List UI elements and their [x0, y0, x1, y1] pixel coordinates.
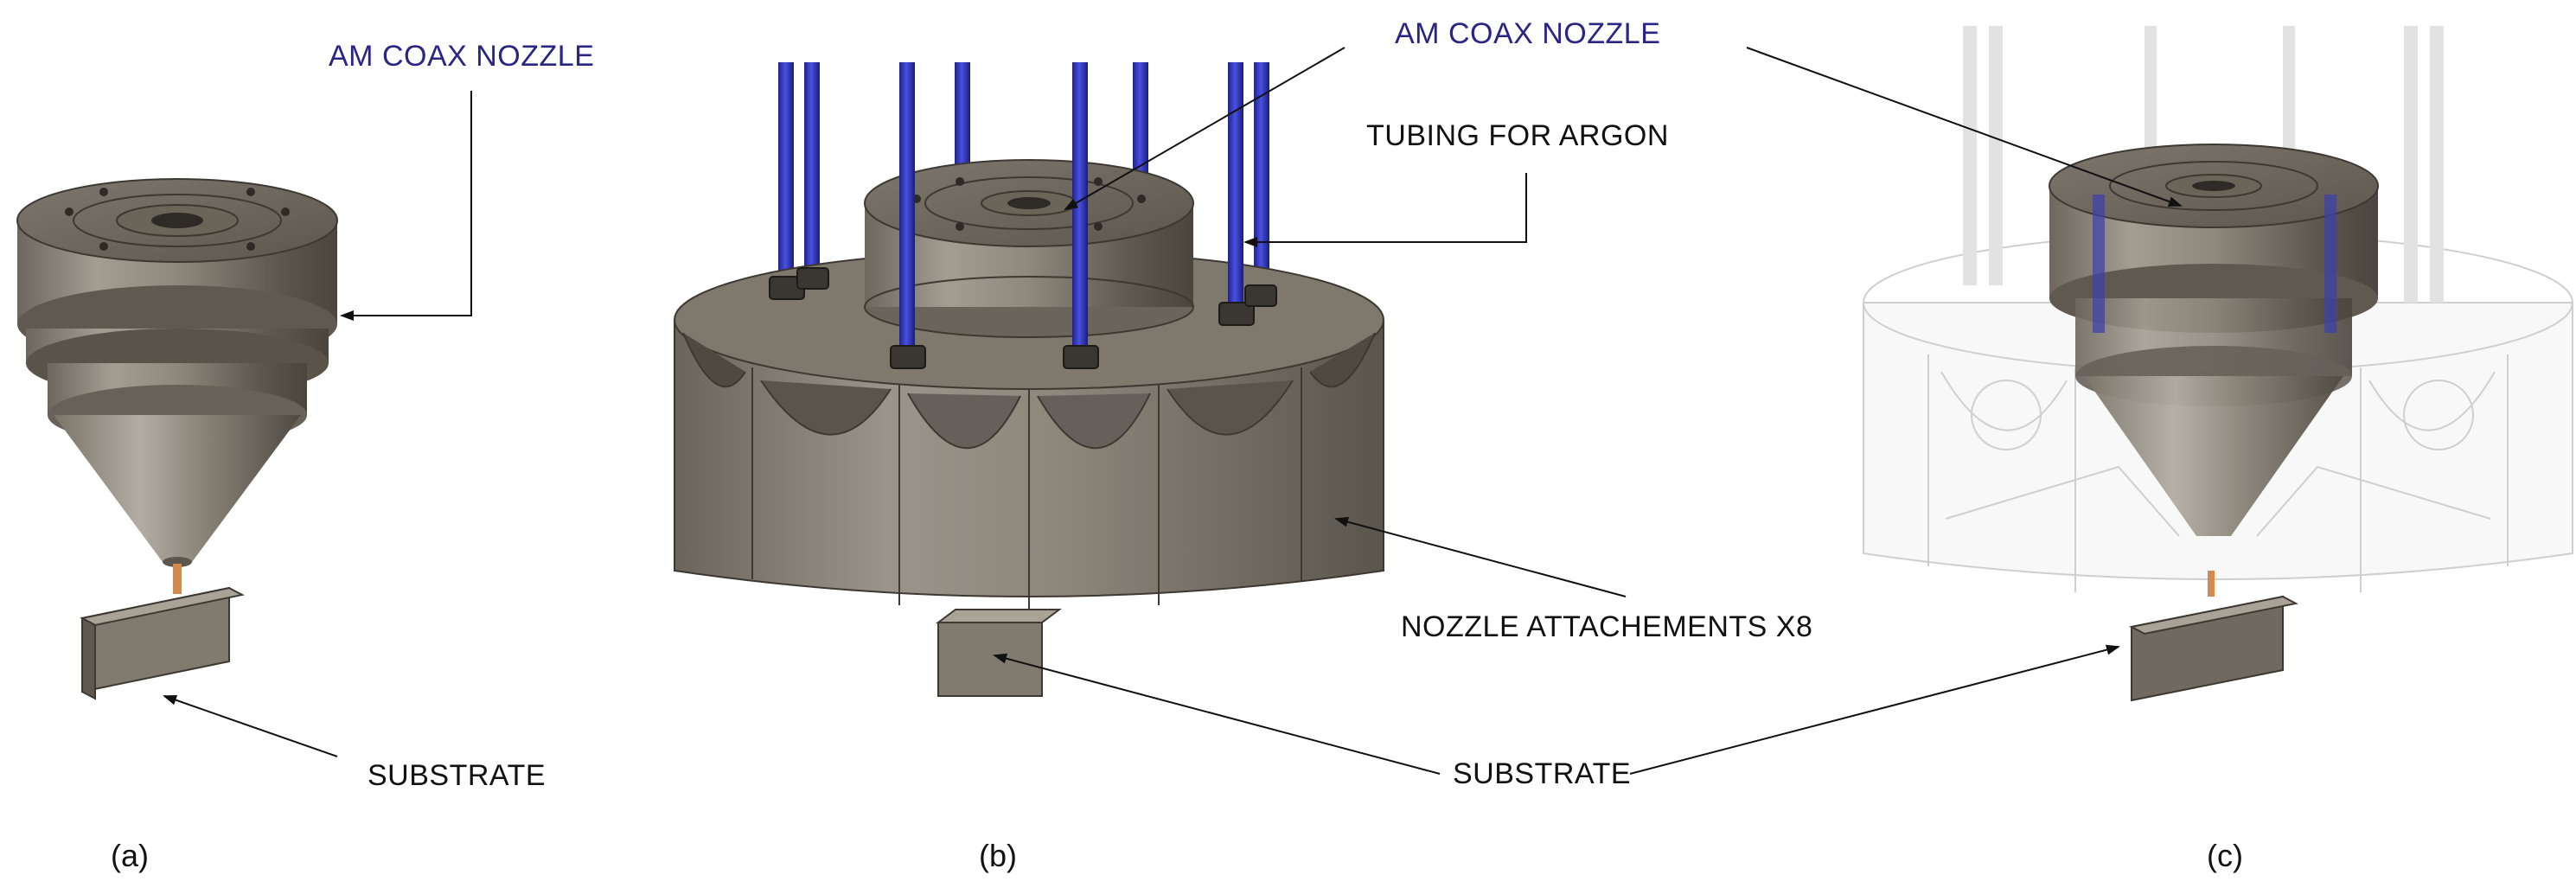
- panel-b-nozzle-label: AM COAX NOZZLE: [1395, 17, 1661, 50]
- panel-b-assembly: [674, 62, 1384, 697]
- panel-a-nozzle-label: AM COAX NOZZLE: [329, 40, 595, 73]
- panel-a-caption: (a): [111, 838, 149, 873]
- panel-c-caption: (c): [2207, 838, 2243, 873]
- panel-b-caption: (b): [979, 838, 1017, 873]
- panel-b-tubing-label: TUBING FOR ARGON: [1366, 119, 1669, 152]
- panel-c-transparent: [1863, 26, 2573, 702]
- annotation-lines: [163, 47, 2183, 775]
- panel-b-attachments-label: NOZZLE ATTACHEMENTS X8: [1401, 610, 1813, 643]
- panel-a-nozzle: [16, 178, 338, 700]
- panel-a-substrate-label: SUBSTRATE: [368, 759, 547, 792]
- panel-b-substrate-label: SUBSTRATE: [1453, 757, 1632, 790]
